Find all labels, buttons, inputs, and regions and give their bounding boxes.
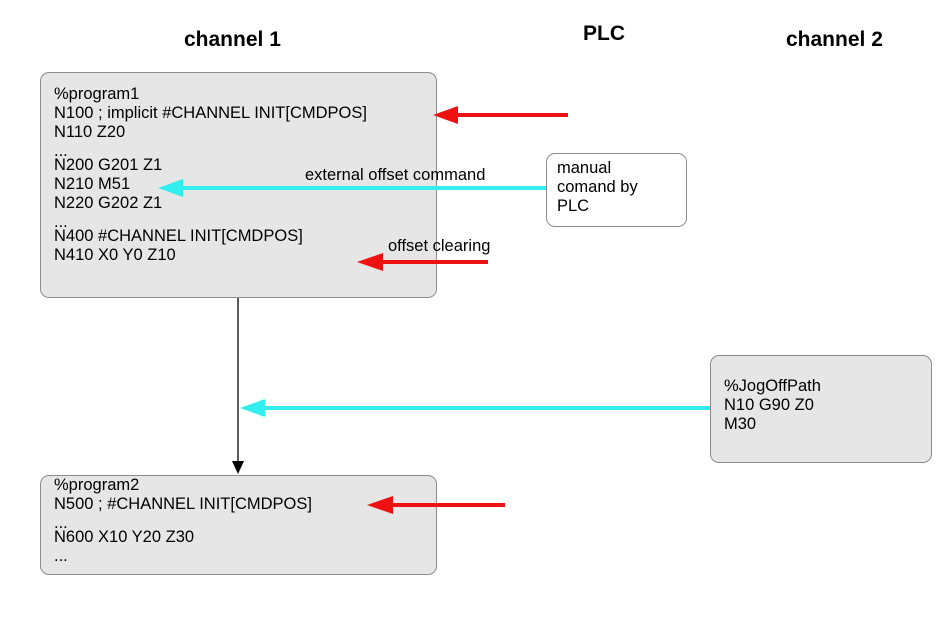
program1-line: %program1 [54, 85, 140, 103]
program2-line: ... [54, 514, 68, 532]
program1-line: N110 Z20 [54, 123, 126, 141]
program2-line: N500 ; #CHANNEL INIT[CMDPOS] [54, 495, 312, 513]
program1-line: N400 #CHANNEL INIT[CMDPOS] [54, 227, 303, 245]
jog-line: %JogOffPath [724, 377, 821, 395]
red-arrowhead-n100 [433, 106, 458, 124]
program1-line: N100 ; implicit #CHANNEL INIT[CMDPOS] [54, 104, 367, 122]
program1-line: N210 M51 [54, 175, 131, 193]
program2-line: ... [54, 547, 68, 565]
heading-channel-2: channel 2 [786, 28, 883, 51]
offset-clearing-label: offset clearing [388, 237, 491, 255]
program1-line: N200 G201 Z1 [54, 156, 163, 174]
plc-manual-command-box: manual comand by PLC [546, 153, 687, 227]
external-offset-label: external offset command [305, 166, 486, 184]
program1-line: N220 G202 Z1 [54, 194, 163, 212]
jog-off-path-box: %JogOffPath N10 G90 Z0 M30 [710, 355, 932, 463]
jog-line: N10 G90 Z0 [724, 396, 814, 414]
red-arrowhead-offset-clearing [357, 253, 383, 271]
program1-line: ... [54, 142, 68, 160]
program2-line: %program2 [54, 476, 140, 494]
program1-box: %program1 N100 ; implicit #CHANNEL INIT[… [40, 72, 437, 298]
jog-line: M30 [724, 415, 757, 433]
plc-box-line: comand by [557, 178, 638, 196]
cyan-arrowhead-external-offset [158, 179, 183, 197]
heading-plc: PLC [583, 22, 625, 45]
program1-line: N410 X0 Y0 Z10 [54, 246, 176, 264]
program2-line: N600 X10 Y20 Z30 [54, 528, 195, 546]
cyan-arrowhead-jog-off-path [240, 399, 265, 417]
heading-channel-1: channel 1 [184, 28, 281, 51]
flow-arrowhead [232, 461, 244, 474]
red-arrowhead-n500 [367, 496, 393, 514]
plc-box-line: manual [557, 159, 612, 177]
plc-box-line: PLC [557, 197, 590, 215]
program1-line: ... [54, 213, 68, 231]
program2-box: %program2 N500 ; #CHANNEL INIT[CMDPOS] .… [40, 475, 437, 575]
